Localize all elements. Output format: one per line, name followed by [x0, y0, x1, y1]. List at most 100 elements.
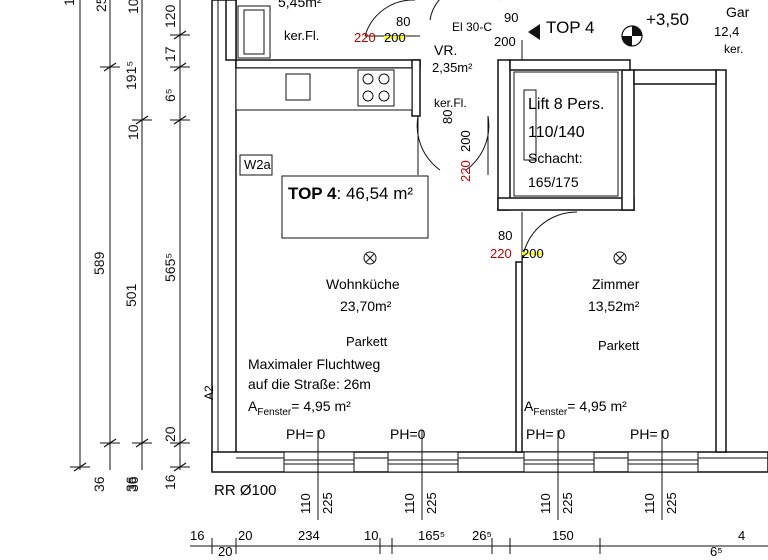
lift-dim: 110/140 — [528, 124, 585, 141]
left-dimension-texts: 1 589 36 25 191⁵ 501 36 10 10 36 120 17 … — [61, 0, 178, 492]
window-dim-lines — [317, 430, 663, 520]
afenster-val-1: = 4,95 m² — [291, 398, 351, 414]
flucht-line-2: auf die Straße: 26m — [248, 376, 371, 392]
elevation-marker — [621, 25, 643, 47]
wohn-floor: Parkett — [346, 334, 388, 349]
top-label: TOP 4 — [546, 18, 595, 37]
dim-c2-2: 501 — [123, 283, 139, 307]
w2a-box — [239, 154, 273, 176]
left-dimension-ticks — [73, 30, 187, 472]
afenster-a: A — [248, 398, 258, 414]
bdim-5: 26⁵ — [472, 528, 492, 543]
bdim-3: 10 — [364, 528, 379, 543]
door4-r: 220 — [490, 246, 512, 261]
dim-c4-5: 16 — [162, 474, 178, 490]
kitchen-counter — [235, 67, 413, 111]
afenster-val-2: = 4,95 m² — [567, 398, 627, 414]
ceiling-lights — [363, 251, 627, 265]
door3-width: 80 — [440, 109, 455, 124]
bottom-dimension-line — [190, 538, 768, 554]
lift-detail — [513, 71, 619, 197]
windows — [283, 451, 699, 473]
top-box-area: : 46,54 m² — [336, 184, 414, 203]
ph-1: PH= 0 — [286, 426, 326, 442]
kerfl-label: ker.Fl. — [434, 96, 467, 110]
door1-width: 80 — [396, 14, 411, 29]
garage-area-partial: 12,4 — [714, 24, 740, 39]
dim-c3-2: 36 — [125, 476, 141, 492]
bdim-2: 234 — [298, 528, 320, 543]
bdim-0: 16 — [190, 528, 205, 543]
win2-225: 225 — [424, 492, 439, 514]
garage-partial: Gar — [726, 4, 750, 20]
bdim2-1: 6⁵ — [710, 544, 723, 559]
win1-110: 110 — [298, 493, 313, 514]
ph-4: PH= 0 — [630, 426, 670, 442]
door3-height: 200 — [458, 130, 473, 152]
afenster-a-2: A — [524, 398, 534, 414]
area-partial: 5,45m² — [278, 0, 322, 10]
dim-c2-1: 191⁵ — [123, 61, 139, 90]
wohn-area: 23,70m² — [340, 298, 392, 314]
dim-c4-4: 20 — [162, 426, 178, 442]
bdim-6: 150 — [552, 528, 574, 543]
wohn-name: Wohnküche — [326, 276, 400, 292]
dim-c2-3: 36 — [123, 476, 139, 492]
lift-schacht: Schacht: — [528, 150, 583, 166]
top-box-bold: TOP 4 — [288, 184, 337, 203]
dim-c3-0: 10 — [125, 0, 141, 14]
lift-title: Lift 8 Pers. — [528, 96, 605, 113]
elevation-value: +3,50 — [646, 10, 690, 29]
afenster-1: AFenster= 4,95 m² — [248, 398, 351, 418]
door1-height: 200 — [384, 30, 406, 45]
door2-el-label: El 30-C — [452, 20, 493, 34]
afenster-2: AFenster= 4,95 m² — [524, 398, 627, 418]
top-arrow-icon — [528, 24, 540, 40]
afenster-sub: Fenster — [257, 406, 292, 418]
keller-right-partial: ker. — [724, 42, 744, 56]
vr-area: 2,35m² — [432, 60, 473, 75]
door2-width: 90 — [504, 10, 519, 25]
ph-3: PH= 0 — [526, 426, 566, 442]
dim-c4-0: 120 — [162, 4, 178, 28]
vr-name: VR. — [434, 42, 458, 58]
dim-c4-1: 17 — [162, 46, 178, 62]
afenster-sub-2: Fenster — [533, 406, 568, 418]
bdim-4: 165⁵ — [418, 528, 446, 543]
rr-label: RR Ø100 — [214, 482, 277, 499]
door1-r: 220 — [354, 30, 376, 45]
dim-c1-2: 36 — [91, 476, 107, 492]
zimmer-area: 13,52m² — [588, 298, 640, 314]
dim-c4-3: 565⁵ — [162, 253, 178, 282]
zimmer-name: Zimmer — [592, 276, 640, 292]
bdim2-0: 20 — [218, 544, 233, 559]
dim-c4-2: 6⁵ — [162, 88, 178, 102]
top-area-box — [281, 175, 429, 239]
dim-c1-0: 1 — [61, 0, 77, 6]
zimmer-floor: Parkett — [598, 338, 640, 353]
flucht-line-1: Maximaler Fluchtweg — [248, 356, 381, 372]
win3-225: 225 — [560, 492, 575, 514]
win3-110: 110 — [538, 493, 553, 514]
a2-label: A2 — [202, 385, 216, 400]
door3-r: 220 — [458, 160, 473, 182]
win2-110: 110 — [402, 493, 417, 514]
keller-box — [237, 5, 271, 59]
win4-225: 225 — [664, 492, 679, 514]
win4-110: 110 — [642, 493, 657, 514]
dim-c2-0: 25 — [93, 0, 109, 12]
door-arcs — [364, 0, 578, 263]
keller-left-label: ker.Fl. — [284, 28, 320, 43]
dim-c1-1: 589 — [91, 251, 107, 275]
lift-schacht-dim: 165/175 — [528, 174, 579, 190]
door4-height: 200 — [522, 246, 544, 261]
door2-height: 200 — [494, 34, 516, 49]
bdim-7: 4 — [738, 528, 746, 543]
win1-225: 225 — [320, 492, 335, 514]
bdim-1: 20 — [238, 528, 253, 543]
door4-width: 80 — [498, 228, 513, 243]
top-area-text: TOP 4: 46,54 m² — [288, 184, 413, 204]
w2a-label: W2a — [244, 157, 271, 172]
